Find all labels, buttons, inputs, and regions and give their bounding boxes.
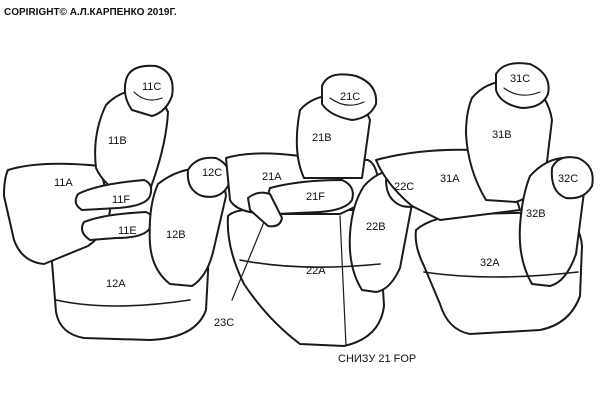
headrest-11c — [123, 64, 174, 117]
copyright-text: COPIRIGHT© А.Л.КАРПЕНКО 2019Г. — [4, 7, 177, 18]
label-31b: 31B — [492, 129, 512, 141]
armrest-11f — [74, 179, 153, 211]
label-21c: 21C — [340, 91, 360, 103]
cupholder-23c — [247, 191, 283, 228]
headrest-32c — [550, 156, 594, 200]
label-12a: 12A — [106, 278, 126, 290]
label-22a: 22A — [306, 265, 326, 277]
rear-seat-2 — [225, 73, 430, 347]
label-11e: 11E — [118, 225, 137, 237]
label-32b: 32B — [526, 208, 546, 220]
rear-seat-3 — [375, 62, 594, 335]
bottom-note: СНИЗУ 21 FOP — [338, 353, 416, 365]
label-11a: 11A — [54, 177, 73, 189]
label-21a: 21A — [262, 171, 282, 183]
label-22b: 22B — [366, 221, 386, 233]
label-21f: 21F — [306, 191, 325, 203]
label-11c: 11C — [142, 81, 161, 93]
label-32c: 32C — [558, 173, 578, 185]
label-22c: 22C — [394, 181, 414, 193]
label-21b: 21B — [312, 132, 332, 144]
label-23c: 23C — [214, 317, 234, 329]
leader-21fop — [339, 215, 347, 347]
headrest-21c — [321, 73, 378, 121]
label-31a: 31A — [440, 173, 460, 185]
front-seat-1 — [3, 64, 231, 341]
backrest-11a — [3, 162, 111, 265]
leader-23c — [231, 221, 265, 301]
label-11b: 11B — [108, 135, 127, 147]
label-32a: 32A — [480, 257, 500, 269]
label-11f: 11F — [112, 194, 130, 206]
headrest-31c — [495, 62, 550, 109]
label-31c: 31C — [510, 73, 530, 85]
label-12b: 12B — [166, 229, 186, 241]
label-12c: 12C — [202, 167, 222, 179]
